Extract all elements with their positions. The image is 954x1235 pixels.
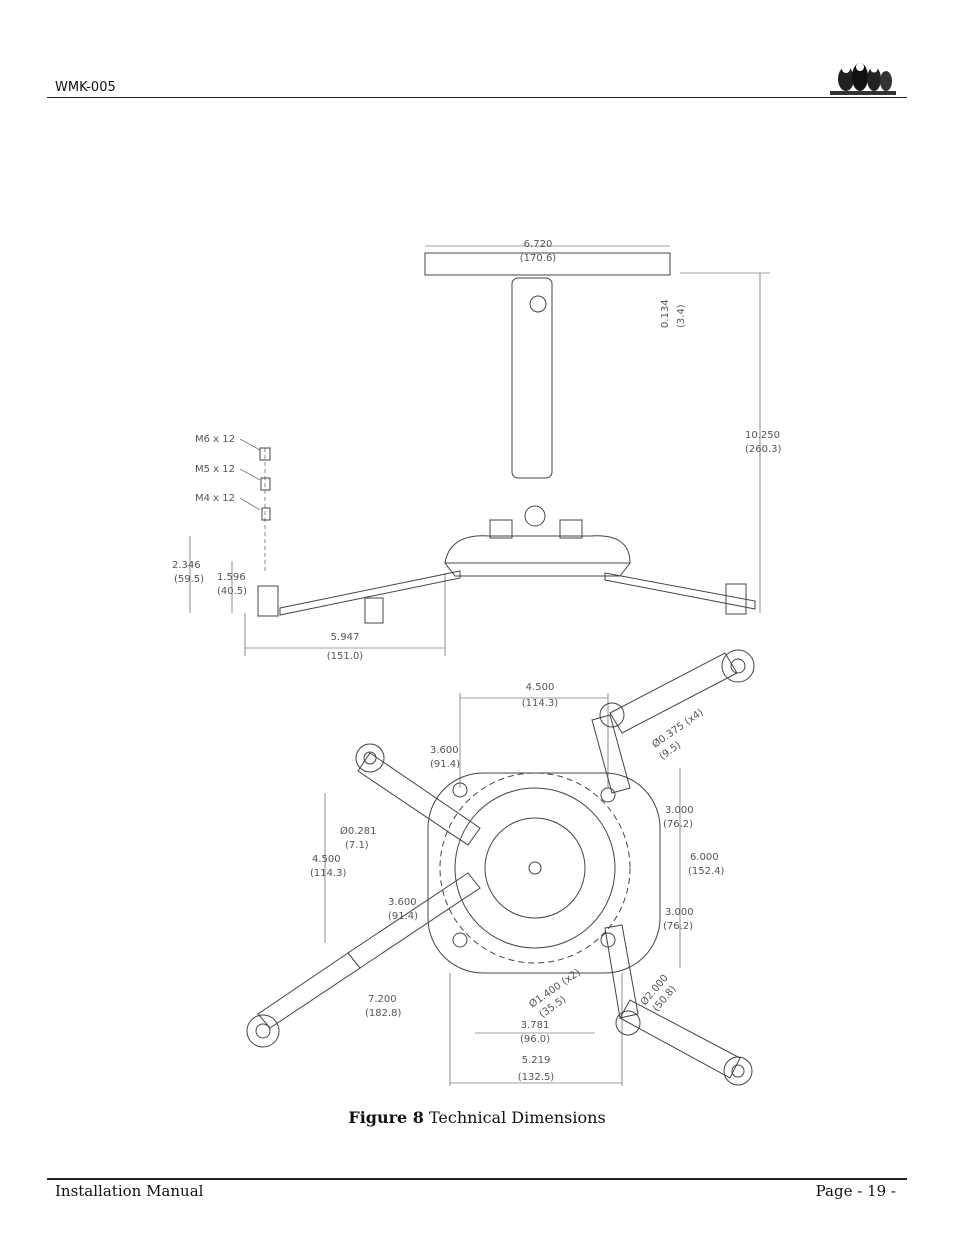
plan-hub-outline <box>427 772 661 974</box>
dim-slot-in: Ø0.281 <box>340 825 377 837</box>
dim-top-mm: (114.3) <box>522 698 559 709</box>
dim-total-mm: (152.4) <box>688 866 725 877</box>
extension-pole <box>511 277 553 479</box>
dim-arm2-in: 3.600 <box>388 897 417 908</box>
dim-long-mm: (182.8) <box>365 1008 402 1019</box>
footer-rule <box>47 1178 907 1180</box>
figure-number: Figure 8 <box>348 1108 424 1127</box>
adapter-hub <box>444 535 631 564</box>
dim-b1-mm: (96.0) <box>520 1034 550 1045</box>
dim-r2-in: 3.000 <box>665 907 694 918</box>
footer-page-number: Page - 19 - <box>815 1182 896 1200</box>
dim-plate-in: 0.134 <box>660 299 671 328</box>
dim-width-in: 6.720 <box>524 239 553 250</box>
dim-r2-mm: (76.2) <box>663 921 693 932</box>
dim-drop2-in: 1.596 <box>217 572 246 583</box>
dim-r1-mm: (76.2) <box>663 819 693 830</box>
header-rule <box>47 97 907 98</box>
dim-arm1-mm: (91.4) <box>430 759 460 770</box>
dim-slot-mm: (7.1) <box>345 840 369 851</box>
document-code: WMK-005 <box>55 80 116 95</box>
screw-m4-label: M4 x 12 <box>195 493 235 504</box>
dim-top-in: 4.500 <box>526 682 555 693</box>
brand-logo <box>830 63 896 95</box>
technical-drawing: 6.720 (170.6) 0.134 (3.4) 10.250 (260.3)… <box>172 239 782 1086</box>
dim-total-in: 6.000 <box>690 852 719 863</box>
dim-b2-mm: (132.5) <box>518 1072 555 1083</box>
dim-arm1-in: 3.600 <box>430 745 459 756</box>
figure-title: Technical Dimensions <box>429 1108 606 1127</box>
footer-manual-title: Installation Manual <box>55 1182 204 1200</box>
screw-m6-label: M6 x 12 <box>195 434 235 445</box>
dim-width-mm: (170.6) <box>520 253 557 264</box>
dim-long-in: 7.200 <box>368 994 397 1005</box>
dim-left-in: 4.500 <box>312 854 341 865</box>
dim-reach-in: 5.947 <box>331 632 360 643</box>
dim-height-mm: (260.3) <box>745 444 782 455</box>
dim-drop-in: 2.346 <box>172 560 201 571</box>
dim-arm2-mm: (91.4) <box>388 911 418 922</box>
dim-b1-in: 3.781 <box>521 1020 550 1031</box>
dim-reach-mm: (151.0) <box>327 651 364 662</box>
dim-left-mm: (114.3) <box>310 868 347 879</box>
screw-m5-label: M5 x 12 <box>195 464 235 475</box>
dim-r1-in: 3.000 <box>665 805 694 816</box>
figure-caption: Figure 8 Technical Dimensions <box>0 1108 954 1127</box>
dim-plate-mm: (3.4) <box>676 304 687 328</box>
dim-b2-in: 5.219 <box>522 1055 551 1066</box>
dim-drop-mm: (59.5) <box>174 574 204 585</box>
dim-height-in: 10.250 <box>745 430 780 441</box>
dim-drop2-mm: (40.5) <box>217 586 247 597</box>
